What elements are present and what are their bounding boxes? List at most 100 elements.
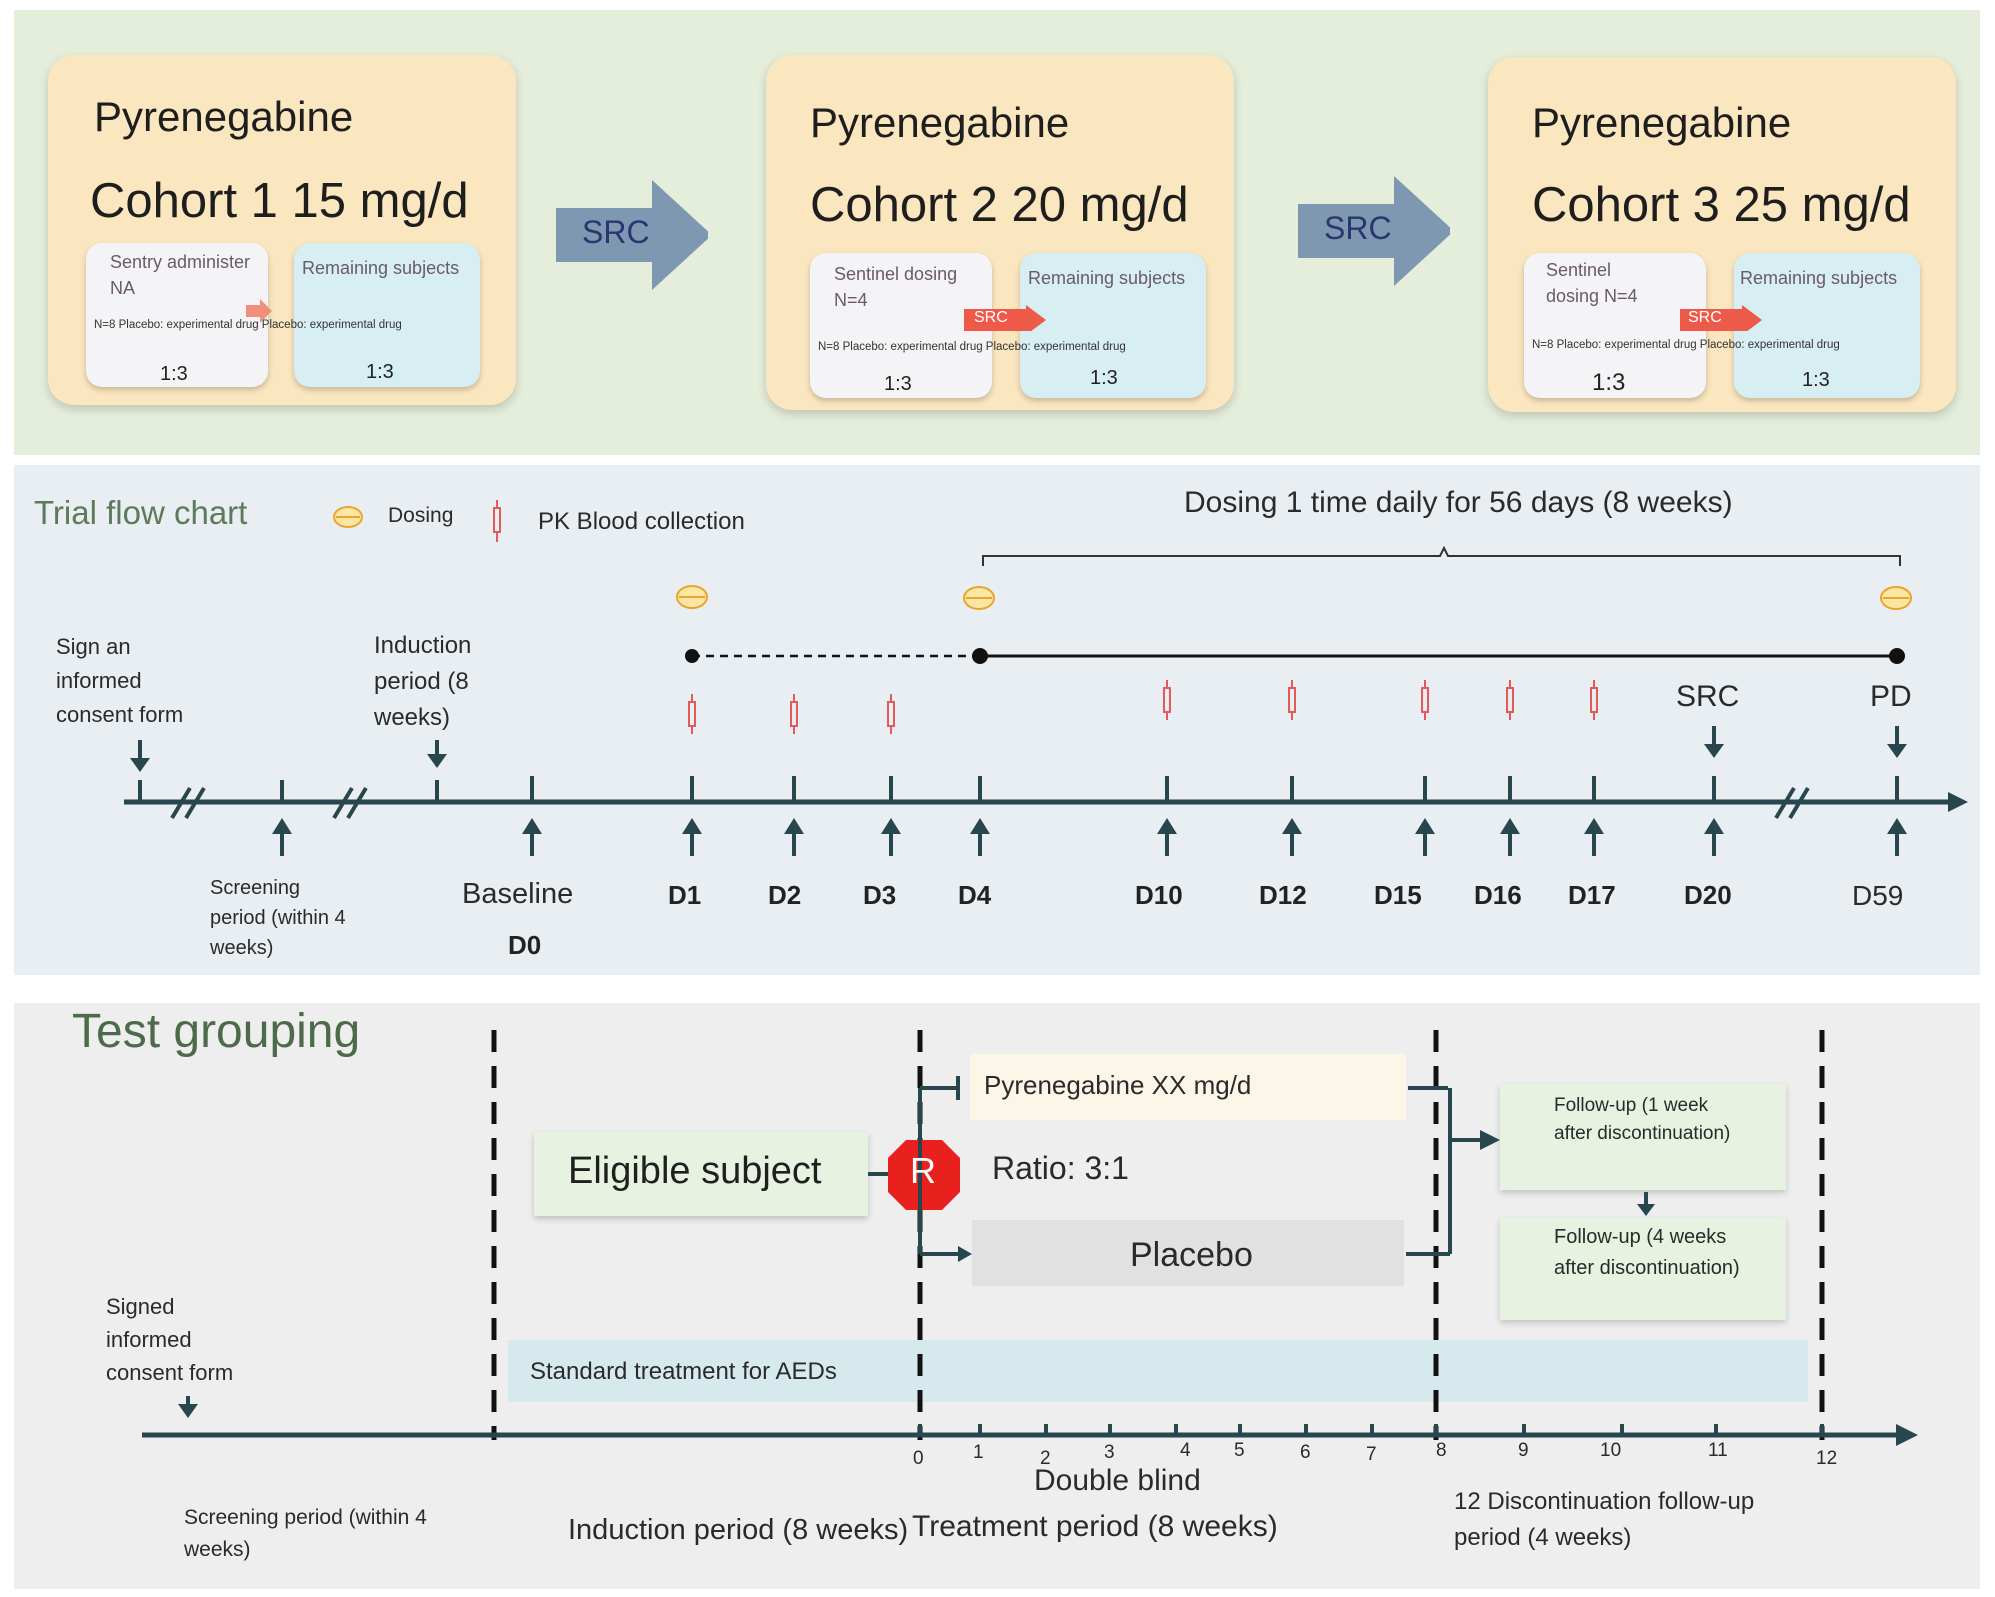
dosing-brace [982, 545, 1901, 566]
day-label-d59: D59 [1852, 880, 1904, 911]
dosing-dot-d59 [1889, 648, 1905, 664]
cohort-3-right-ratio: 1:3 [1802, 369, 1830, 391]
cohort-2-mini-src-arrow [964, 305, 1046, 331]
cohort-2-sentinel-box [810, 253, 992, 398]
week-label-6: 6 [1300, 1442, 1311, 1463]
placebo-box [972, 1220, 1404, 1286]
dosing-legend-icon [333, 506, 363, 528]
cohort-2-mini-src-label: SRC [974, 309, 1008, 326]
cohort-3-dose: Cohort 3 25 mg/d [1532, 178, 1911, 232]
flow-title: Trial flow chart [34, 494, 248, 531]
cohort-2-remaining-label: Remaining subjects [1028, 268, 1186, 288]
d4-up-arrow [970, 818, 990, 856]
followup-down-arrowhead [1637, 1204, 1655, 1216]
followup-4-label: Follow-up (4 weeks after discontinuation… [1554, 1226, 1740, 1279]
src-arrow-1 [556, 180, 708, 290]
d3-up-arrow [881, 818, 901, 856]
flow-graphics [124, 545, 1968, 856]
pill-icon-d1 [676, 585, 708, 609]
week-label-11: 11 [1708, 1440, 1728, 1461]
day-label-d3: D3 [863, 880, 897, 910]
drug-label: Pyrenegabine XX mg/d [984, 1070, 1252, 1100]
screening-period-label: Screening period (within 4 weeks) [184, 1506, 427, 1561]
dosing-legend-label: Dosing [388, 504, 454, 527]
eligible-subject-box [534, 1132, 868, 1216]
cohort-3-sentinel-box [1524, 253, 1706, 398]
double-blind-label: Double blind [1034, 1464, 1201, 1497]
pd-marker-label: PD [1870, 680, 1912, 713]
cohort-1-sentry-label: Sentry administer NA [110, 252, 251, 298]
syringe-icon-d12 [1288, 680, 1296, 720]
standard-treatment-label: Standard treatment for AEDs [530, 1358, 837, 1385]
baseline-label: Baseline [462, 878, 574, 910]
week-label-8: 8 [1436, 1440, 1447, 1461]
consent-label: Sign an informed consent form [56, 634, 184, 727]
cohort-2-right-ratio: 1:3 [1090, 367, 1118, 389]
grouping-axis-arrowhead [1896, 1424, 1918, 1446]
cohort-3-n-line: N=8 Placebo: experimental drug Placebo: … [1532, 339, 1840, 351]
syringe-icon-d3 [887, 694, 895, 734]
drug-box [970, 1054, 1406, 1120]
d2-up-arrow [784, 818, 804, 856]
day-label-d15: D15 [1374, 880, 1422, 910]
followup-1-box [1500, 1084, 1786, 1190]
pk-legend-label: PK Blood collection [538, 508, 745, 535]
cohort-3-card: Pyrenegabine Cohort 3 25 mg/d Sentinel d… [1488, 57, 1956, 412]
randomization-node [888, 1140, 960, 1210]
placebo-arrowhead [958, 1246, 972, 1262]
d12-up-arrow [1282, 818, 1302, 856]
cohort-1-remaining-box [294, 243, 480, 387]
syringe-icon-d17 [1590, 680, 1598, 720]
cohort-1-n-line: N=8 Placebo: experimental drug Placebo: … [94, 319, 402, 331]
pd-down-arrow [1887, 726, 1907, 758]
placebo-label: Placebo [1130, 1236, 1253, 1274]
syringe-icon-d1 [688, 694, 696, 734]
ratio-label: Ratio: 3:1 [992, 1150, 1129, 1186]
cohort-3-remaining-label: Remaining subjects [1740, 268, 1898, 288]
dosing-dot-d1 [685, 649, 699, 663]
followup-arrowhead [1480, 1130, 1500, 1150]
cohort-1-card: Pyrenegabine Cohort 1 15 mg/d Sentry adm… [48, 55, 516, 405]
week-label-9: 9 [1518, 1440, 1529, 1461]
screening-label: Screening period (within 4 weeks) [210, 877, 346, 959]
treatment-period-label: Treatment period (8 weeks) [912, 1510, 1278, 1543]
cohort-3-sentinel-label: Sentinel dosing N=4 [1546, 260, 1638, 306]
week-label-7: 7 [1366, 1444, 1377, 1465]
cohort-2-remaining-box [1020, 253, 1206, 398]
d59-up-arrow [1887, 818, 1907, 856]
src-down-arrow [1704, 726, 1724, 758]
consent-down-arrow [130, 740, 150, 772]
week-label-4: 4 [1180, 1440, 1191, 1461]
pk-legend-icon [493, 500, 501, 542]
cohort-1-inner-arrow [246, 299, 272, 323]
week-label-0: 0 [913, 1448, 924, 1469]
cohort-2-n-line: N=8 Placebo: experimental drug Placebo: … [818, 341, 1126, 353]
cohort-2-sentinel-label: Sentinel dosing N=4 [834, 264, 958, 310]
src-arrow-2 [1298, 176, 1450, 286]
week-label-5: 5 [1234, 1440, 1245, 1461]
day-label-d4: D4 [958, 880, 992, 910]
d1-up-arrow [682, 818, 702, 856]
discontinuation-period-label: 12 Discontinuation follow-up period (4 w… [1454, 1488, 1755, 1551]
cohort-3-remaining-box [1734, 253, 1920, 398]
d0-label: D0 [508, 930, 542, 960]
src-arrow-2-label: SRC [1324, 210, 1392, 246]
grouping-title: Test grouping [72, 1005, 361, 1058]
cohort-1-left-ratio: 1:3 [160, 363, 188, 385]
standard-treatment-bar [508, 1340, 1808, 1402]
d10-up-arrow [1157, 818, 1177, 856]
cohort-3-mini-src-arrow [1680, 305, 1762, 331]
cohort-1-title: Pyrenegabine [94, 93, 354, 140]
d20-up-arrow [1704, 818, 1724, 856]
trial-flow-panel [14, 465, 1980, 975]
pill-icon-d4 [963, 586, 995, 610]
dosing-note: Dosing 1 time daily for 56 days (8 weeks… [1184, 486, 1733, 519]
day-label-d2: D2 [768, 880, 802, 910]
day-label-d20: D20 [1684, 880, 1732, 910]
week-label-2: 2 [1040, 1448, 1051, 1469]
cohort-3-mini-src-label: SRC [1688, 309, 1722, 326]
d16-up-arrow [1500, 818, 1520, 856]
signed-down-arrow [178, 1404, 198, 1418]
src-marker-label: SRC [1676, 680, 1740, 713]
day-label-d16: D16 [1474, 880, 1522, 910]
